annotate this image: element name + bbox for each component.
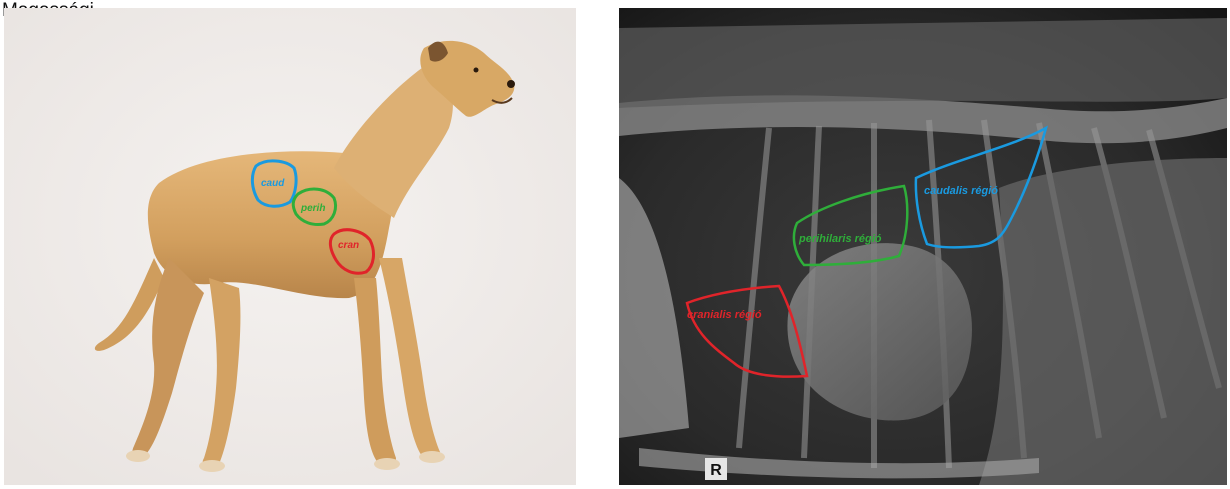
caudal-region-label-xray: caudalis régió: [924, 185, 998, 197]
dog-illustration-panel: caud perih cran: [4, 8, 576, 485]
cranial-region-label-xray: cranialis régió: [687, 309, 762, 321]
cranial-region-label: cran: [338, 240, 359, 251]
dog-illustration: caud perih cran: [4, 8, 576, 485]
side-marker: R: [710, 462, 722, 479]
perihilar-region-label-xray: perihilaris régió: [798, 233, 882, 245]
radiograph-panel: R caudalis régió perihilaris régió crani…: [619, 8, 1227, 485]
caudal-region-label: caud: [261, 178, 285, 189]
perihilar-region-label: perih: [300, 203, 325, 214]
radiograph-image: R caudalis régió perihilaris régió crani…: [619, 8, 1227, 485]
